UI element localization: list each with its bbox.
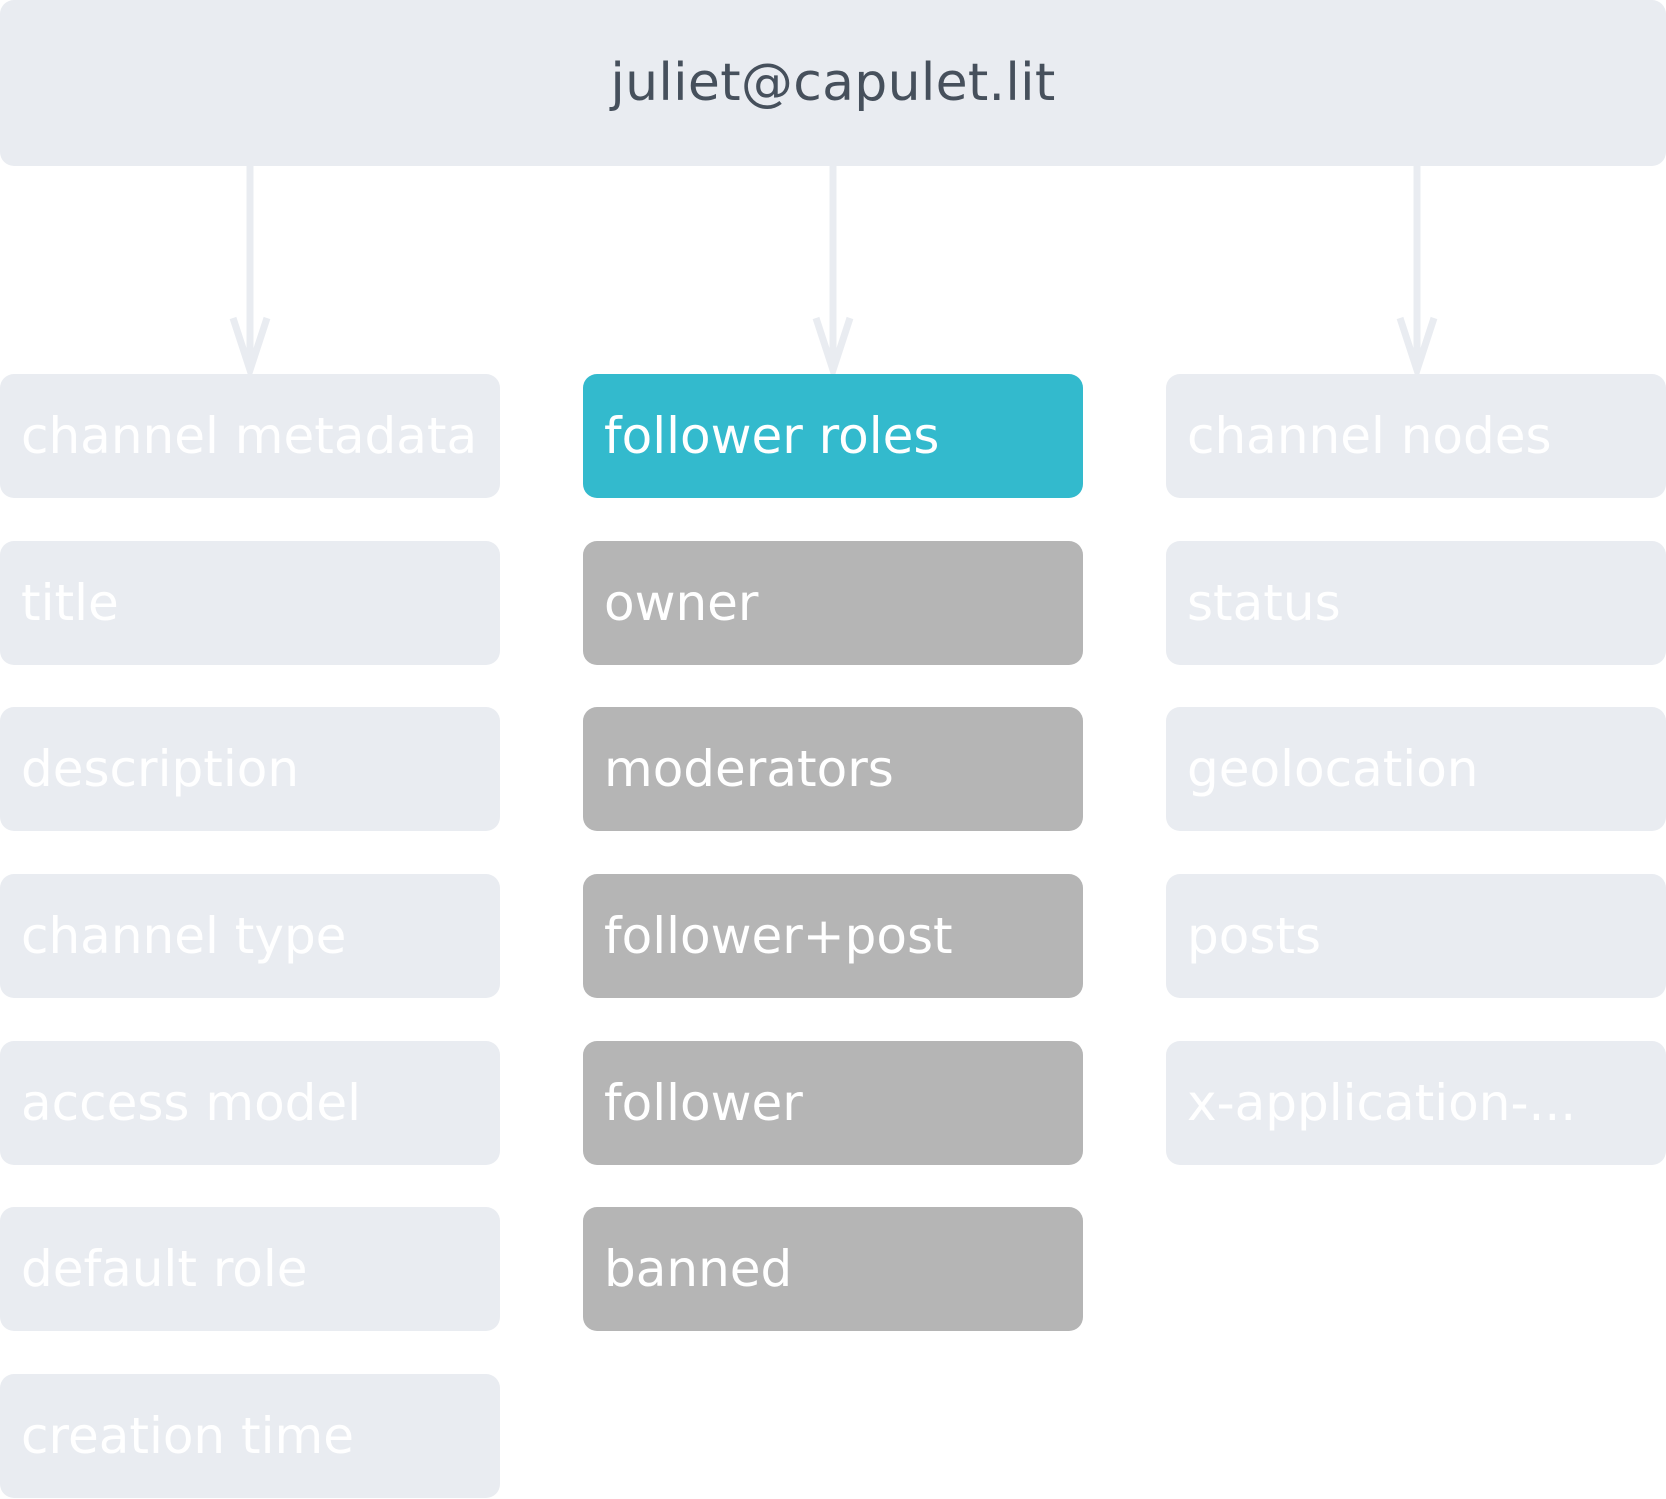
node-item-label: geolocation xyxy=(1187,740,1479,798)
role-item-label: moderators xyxy=(604,740,894,798)
metadata-item-description: description xyxy=(0,707,500,831)
role-item-banned: banned xyxy=(583,1207,1083,1331)
channel-nodes-header-label: channel nodes xyxy=(1187,407,1552,465)
role-item-label: follower+post xyxy=(604,907,953,965)
channel-nodes-header: channel nodes xyxy=(1166,374,1666,498)
connector-roles-arrowhead xyxy=(812,316,854,382)
follower-roles-header: follower roles xyxy=(583,374,1083,498)
metadata-item-default-role: default role xyxy=(0,1207,500,1331)
role-item-moderators: moderators xyxy=(583,707,1083,831)
follower-roles-header-label: follower roles xyxy=(604,407,940,465)
node-item-label: status xyxy=(1187,574,1341,632)
metadata-item-label: channel type xyxy=(21,907,347,965)
role-item-label: banned xyxy=(604,1240,793,1298)
node-item-label: x-application-... xyxy=(1187,1074,1577,1132)
node-item-label: posts xyxy=(1187,907,1322,965)
role-item-follower-post: follower+post xyxy=(583,874,1083,998)
account-root-node: juliet@capulet.lit xyxy=(0,0,1666,166)
role-item-label: owner xyxy=(604,574,759,632)
metadata-item-title: title xyxy=(0,541,500,665)
metadata-item-access-model: access model xyxy=(0,1041,500,1165)
metadata-item-channel-type: channel type xyxy=(0,874,500,998)
node-item-x-application: x-application-... xyxy=(1166,1041,1666,1165)
metadata-item-label: default role xyxy=(21,1240,308,1298)
metadata-item-label: creation time xyxy=(21,1407,354,1465)
metadata-item-label: description xyxy=(21,740,300,798)
connector-metadata-arrowhead xyxy=(229,316,271,382)
node-item-posts: posts xyxy=(1166,874,1666,998)
node-item-geolocation: geolocation xyxy=(1166,707,1666,831)
channel-metadata-header: channel metadata xyxy=(0,374,500,498)
role-item-follower: follower xyxy=(583,1041,1083,1165)
account-root-label: juliet@capulet.lit xyxy=(610,53,1056,113)
connector-nodes-arrowhead xyxy=(1396,316,1438,382)
role-item-label: follower xyxy=(604,1074,803,1132)
metadata-item-label: title xyxy=(21,574,119,632)
node-item-status: status xyxy=(1166,541,1666,665)
metadata-item-creation-time: creation time xyxy=(0,1374,500,1498)
metadata-item-label: access model xyxy=(21,1074,362,1132)
channel-metadata-header-label: channel metadata xyxy=(21,407,478,465)
role-item-owner: owner xyxy=(583,541,1083,665)
